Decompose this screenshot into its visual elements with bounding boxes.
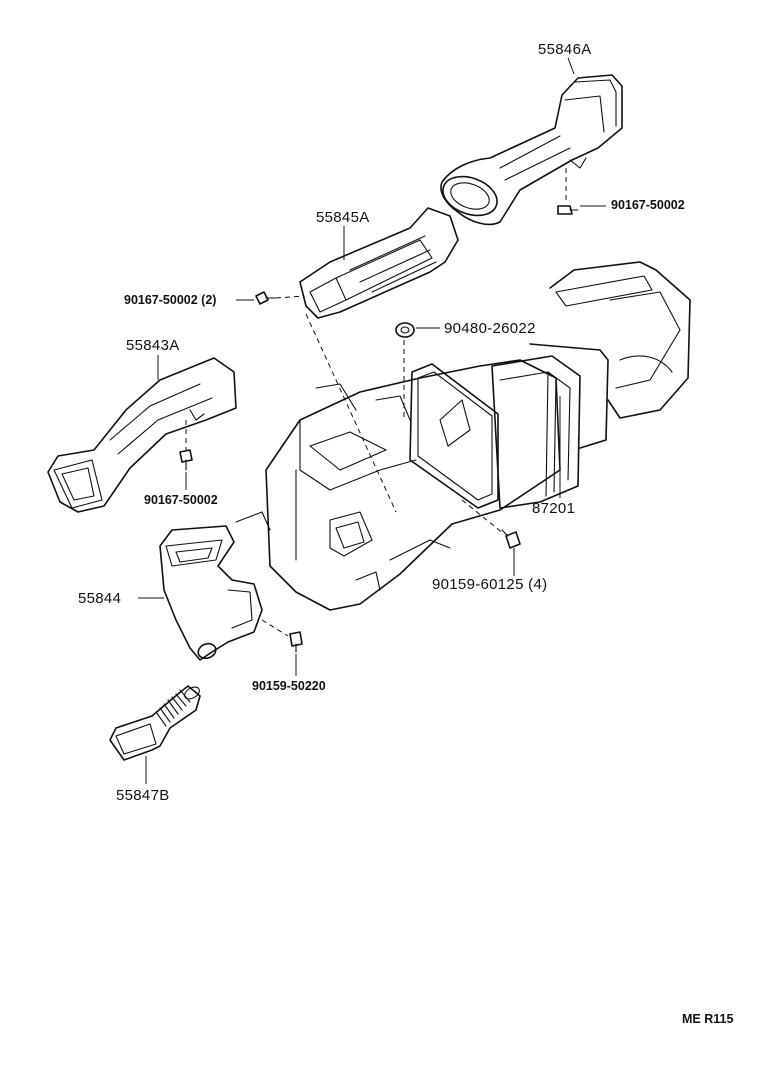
leader-lines [138,57,606,784]
label-55845a: 55845A [316,209,370,226]
label-55843a: 55843A [126,337,180,354]
label-90167-mid: 90167-50002 [144,493,218,507]
grommet-90480 [395,322,415,338]
screw-90167-upper [557,205,579,215]
label-90480: 90480-26022 [444,320,536,337]
duct-55846a [440,74,623,226]
part-labels: 55846A 90167-50002 55845A 90167-50002 (2… [78,41,733,1026]
heater-frame [409,363,499,509]
label-55847b: 55847B [116,787,170,804]
label-90167-upper: 90167-50002 [611,198,685,212]
hose-55847b [109,685,201,761]
label-87201: 87201 [532,500,575,517]
blower-unit-87201 [491,261,691,509]
label-90167-pair: 90167-50002 (2) [124,293,216,307]
duct-55845a [299,207,459,319]
label-90159-50220: 90159-50220 [252,679,326,693]
label-90159-60125: 90159-60125 (4) [432,576,547,593]
heater-unit-main [235,359,561,611]
screw-90167-mid [179,449,193,471]
screw-90159-60125 [501,529,521,549]
label-55846a: 55846A [538,41,592,58]
duct-55844 [159,525,263,661]
label-55844: 55844 [78,590,121,607]
screw-90159-50220 [289,631,303,653]
diagram-reference-code: ME R115 [682,1012,733,1026]
screw-90167-pair [255,291,277,305]
duct-55843a [47,357,237,513]
